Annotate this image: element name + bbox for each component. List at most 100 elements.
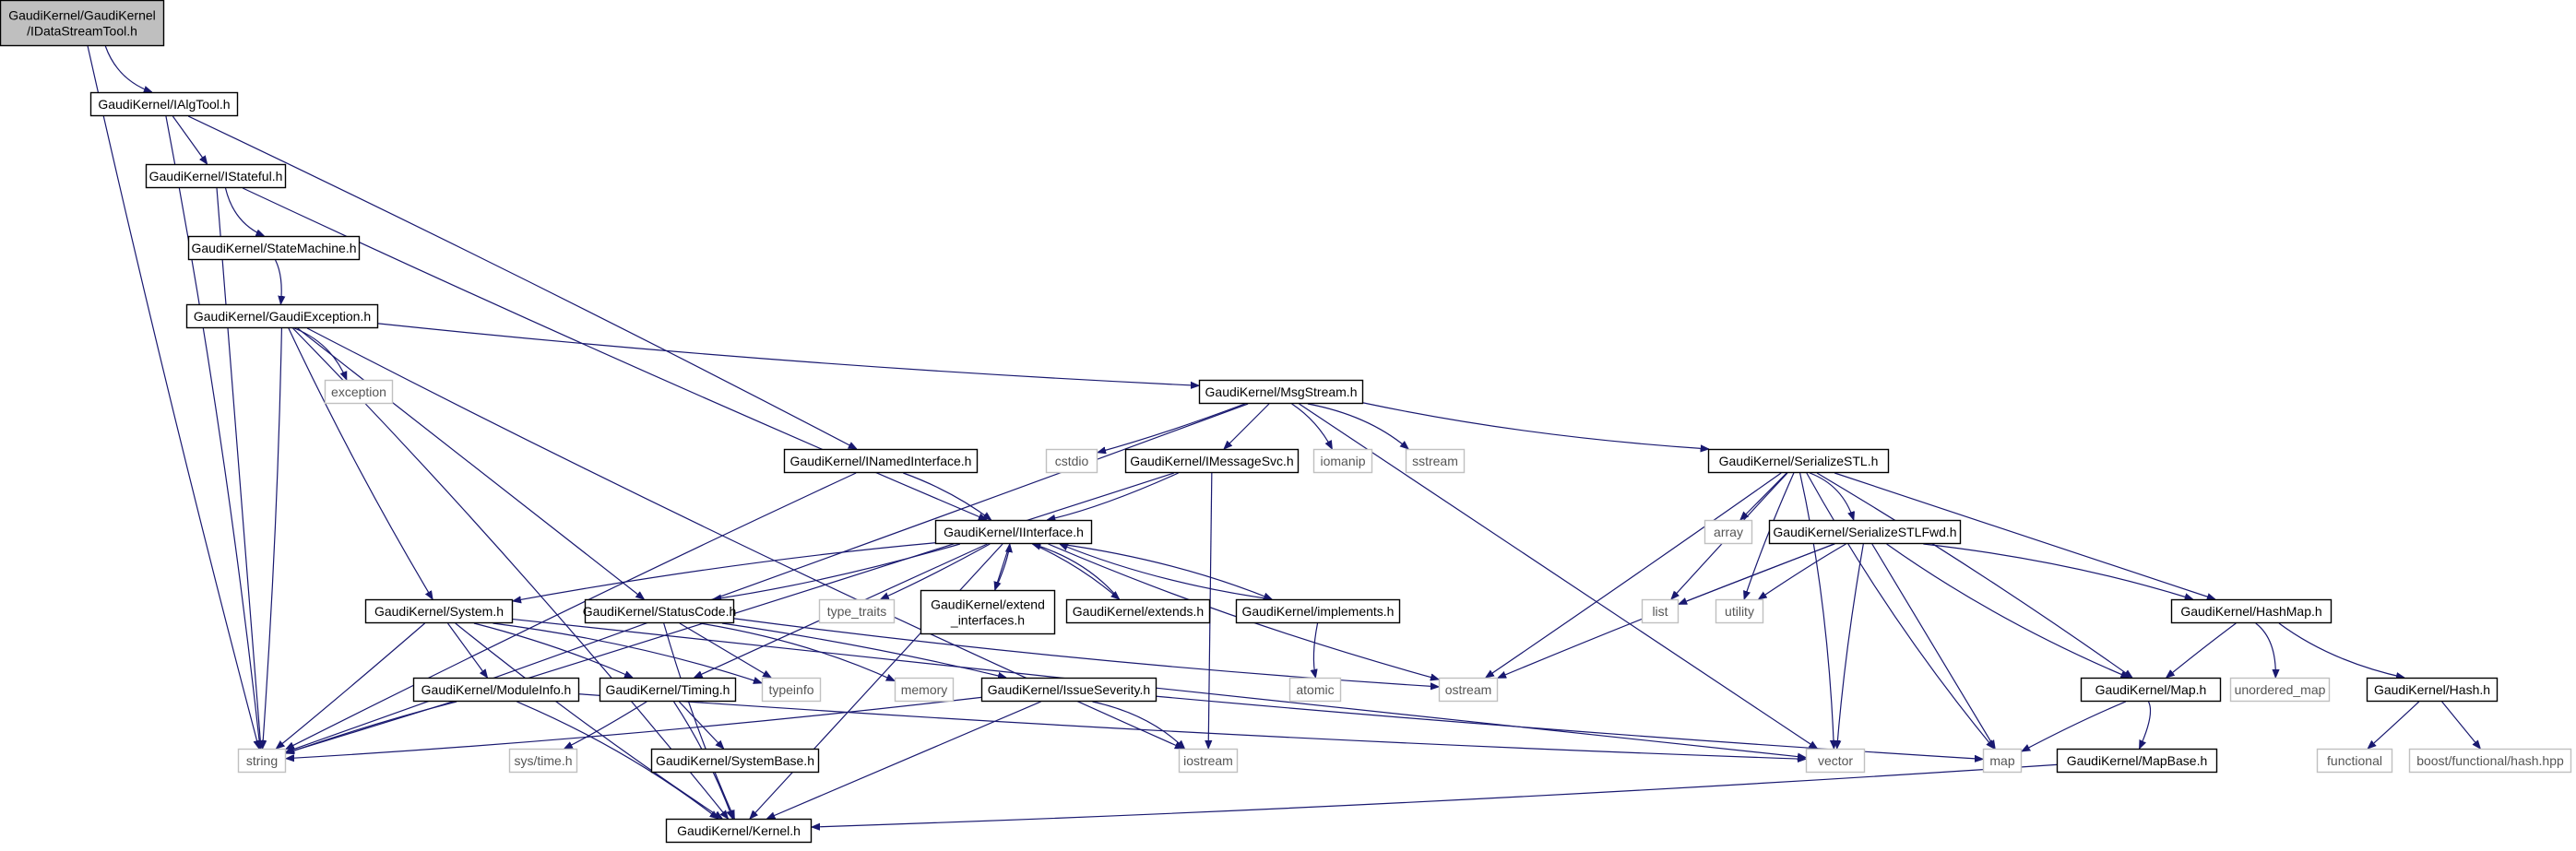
edge-system-to-kernel bbox=[455, 622, 722, 819]
edge-hash_h-to-boosthash bbox=[2441, 701, 2481, 749]
node-box bbox=[783, 448, 979, 474]
node-label: GaudiKernel/GaudiKernel bbox=[8, 8, 156, 23]
node-ostream: ostream bbox=[1438, 677, 1499, 703]
edge-serializestlfwd-to-vector bbox=[1837, 543, 1864, 749]
edge-implements-to-atomic bbox=[1313, 622, 1319, 678]
node-box bbox=[1715, 598, 1764, 624]
node-box bbox=[1707, 448, 1890, 474]
edge-timing-to-systembase bbox=[678, 701, 723, 749]
node-moduleinfo[interactable]: GaudiKernel/ModuleInfo.h bbox=[412, 677, 580, 703]
node-map: map bbox=[1982, 748, 2023, 774]
node-label: iomanip bbox=[1320, 454, 1365, 468]
node-kernel[interactable]: GaudiKernel/Kernel.h bbox=[665, 818, 813, 844]
node-box bbox=[1982, 748, 2023, 774]
node-box bbox=[980, 677, 1157, 703]
node-box bbox=[894, 677, 955, 703]
edge-moduleinfo-to-string bbox=[286, 701, 457, 753]
node-box bbox=[665, 818, 813, 844]
node-label: GaudiKernel/IStateful.h bbox=[149, 169, 283, 183]
node-istateful[interactable]: GaudiKernel/IStateful.h bbox=[145, 163, 287, 189]
edge-issueseverity-to-kernel bbox=[766, 701, 1041, 820]
node-inamedinterface[interactable]: GaudiKernel/INamedInterface.h bbox=[783, 448, 979, 474]
node-label: GaudiKernel/MapBase.h bbox=[2067, 753, 2208, 768]
node-extendinterfaces[interactable]: GaudiKernel/extend_interfaces.h bbox=[920, 589, 1056, 635]
node-label: GaudiKernel/MsgStream.h bbox=[1205, 384, 1358, 399]
node-ialgtool[interactable]: GaudiKernel/IAlgTool.h bbox=[89, 91, 239, 117]
edge-implements-to-iinterface bbox=[1060, 543, 1273, 600]
node-box bbox=[599, 677, 737, 703]
node-box bbox=[0, 0, 165, 47]
node-iomanip: iomanip bbox=[1312, 448, 1373, 474]
node-box bbox=[185, 303, 379, 329]
node-label: GaudiKernel/SerializeSTLFwd.h bbox=[1773, 525, 1956, 539]
edge-gaudiexception-to-system bbox=[288, 327, 433, 599]
edge-ialgtool-to-istateful bbox=[172, 115, 207, 164]
node-imessagesvc[interactable]: GaudiKernel/IMessageSvc.h bbox=[1124, 448, 1300, 474]
node-functional: functional bbox=[2316, 748, 2393, 774]
edge-serializestl-to-vector bbox=[1799, 472, 1834, 749]
edge-gaudiexception-to-statuscode bbox=[297, 327, 645, 599]
node-label: typeinfo bbox=[768, 682, 813, 697]
node-mapbase[interactable]: GaudiKernel/MapBase.h bbox=[2056, 748, 2218, 774]
node-typetraits: type_traits bbox=[818, 598, 896, 624]
edge-serializestl-to-utility bbox=[1744, 472, 1795, 599]
node-label: boost/functional/hash.hpp bbox=[2416, 753, 2564, 768]
edge-serializestlfwd-to-map_h bbox=[1886, 543, 2130, 679]
edge-map_h-to-mapbase bbox=[2138, 701, 2152, 749]
edge-extendinterfaces-to-iinterface bbox=[994, 544, 1010, 591]
node-box bbox=[1288, 677, 1342, 703]
node-systembase[interactable]: GaudiKernel/SystemBase.h bbox=[650, 748, 820, 774]
edge-msgstream-to-cstdio bbox=[1098, 403, 1245, 453]
edge-statuscode-to-ostream bbox=[733, 618, 1439, 687]
node-box bbox=[761, 677, 822, 703]
node-box bbox=[2316, 748, 2393, 774]
node-box bbox=[1768, 519, 1962, 545]
edge-serializestlfwd-to-map bbox=[1871, 543, 1995, 749]
node-label: GaudiKernel/Kernel.h bbox=[677, 823, 801, 838]
node-exception: exception bbox=[324, 379, 394, 405]
node-msgstream[interactable]: GaudiKernel/MsgStream.h bbox=[1198, 379, 1364, 405]
node-label: memory bbox=[901, 682, 948, 697]
node-implements[interactable]: GaudiKernel/implements.h bbox=[1235, 598, 1401, 624]
edge-inamedinterface-to-string bbox=[286, 472, 857, 749]
node-box bbox=[650, 748, 820, 774]
node-extends[interactable]: GaudiKernel/extends.h bbox=[1065, 598, 1211, 624]
node-label: GaudiKernel/GaudiException.h bbox=[194, 309, 371, 324]
node-issueseverity[interactable]: GaudiKernel/IssueSeverity.h bbox=[980, 677, 1157, 703]
edge-statemachine-to-gaudiexception bbox=[275, 259, 282, 304]
node-serializestlfwd[interactable]: GaudiKernel/SerializeSTLFwd.h bbox=[1768, 519, 1962, 545]
edge-root-to-ialgtool bbox=[104, 45, 152, 92]
edge-iinterface-to-implements bbox=[1059, 543, 1272, 600]
node-timing[interactable]: GaudiKernel/Timing.h bbox=[599, 677, 737, 703]
node-map_h[interactable]: GaudiKernel/Map.h bbox=[2080, 677, 2222, 703]
edge-iinterface-to-extendinterfaces bbox=[995, 543, 1011, 590]
node-system[interactable]: GaudiKernel/System.h bbox=[364, 598, 514, 624]
node-label: iostream bbox=[1183, 753, 1233, 768]
edge-system-to-typeinfo bbox=[493, 622, 762, 683]
edge-msgstream-to-sstream bbox=[1307, 403, 1408, 449]
node-label: GaudiKernel/Timing.h bbox=[606, 682, 730, 697]
edge-serializestl-to-serializestlfwd bbox=[1809, 472, 1854, 520]
node-statuscode[interactable]: GaudiKernel/StatusCode.h bbox=[583, 598, 737, 624]
node-root[interactable]: GaudiKernel/GaudiKernel/IDataStreamTool.… bbox=[0, 0, 165, 47]
edge-gaudiexception-to-exception bbox=[293, 327, 348, 380]
node-box bbox=[2366, 677, 2499, 703]
node-hashmap[interactable]: GaudiKernel/HashMap.h bbox=[2170, 598, 2333, 624]
node-boosthash: boost/functional/hash.hpp bbox=[2408, 748, 2572, 774]
node-serializestl[interactable]: GaudiKernel/SerializeSTL.h bbox=[1707, 448, 1890, 474]
node-box bbox=[412, 677, 580, 703]
node-hash_h[interactable]: GaudiKernel/Hash.h bbox=[2366, 677, 2499, 703]
edge-statuscode-to-typeinfo bbox=[679, 622, 771, 678]
edge-root-to-string bbox=[87, 45, 259, 749]
node-label: functional bbox=[2327, 753, 2382, 768]
node-statemachine[interactable]: GaudiKernel/StateMachine.h bbox=[187, 235, 361, 261]
edge-iinterface-to-kernel bbox=[750, 543, 1003, 819]
node-label: GaudiKernel/implements.h bbox=[1242, 604, 1395, 619]
node-iinterface[interactable]: GaudiKernel/IInterface.h bbox=[934, 519, 1093, 545]
node-box bbox=[818, 598, 896, 624]
node-gaudiexception[interactable]: GaudiKernel/GaudiException.h bbox=[185, 303, 379, 329]
edge-istateful-to-statemachine bbox=[224, 187, 265, 237]
node-label: utility bbox=[1725, 604, 1754, 619]
node-cstdio: cstdio bbox=[1045, 448, 1098, 474]
node-iostream: iostream bbox=[1178, 748, 1239, 774]
